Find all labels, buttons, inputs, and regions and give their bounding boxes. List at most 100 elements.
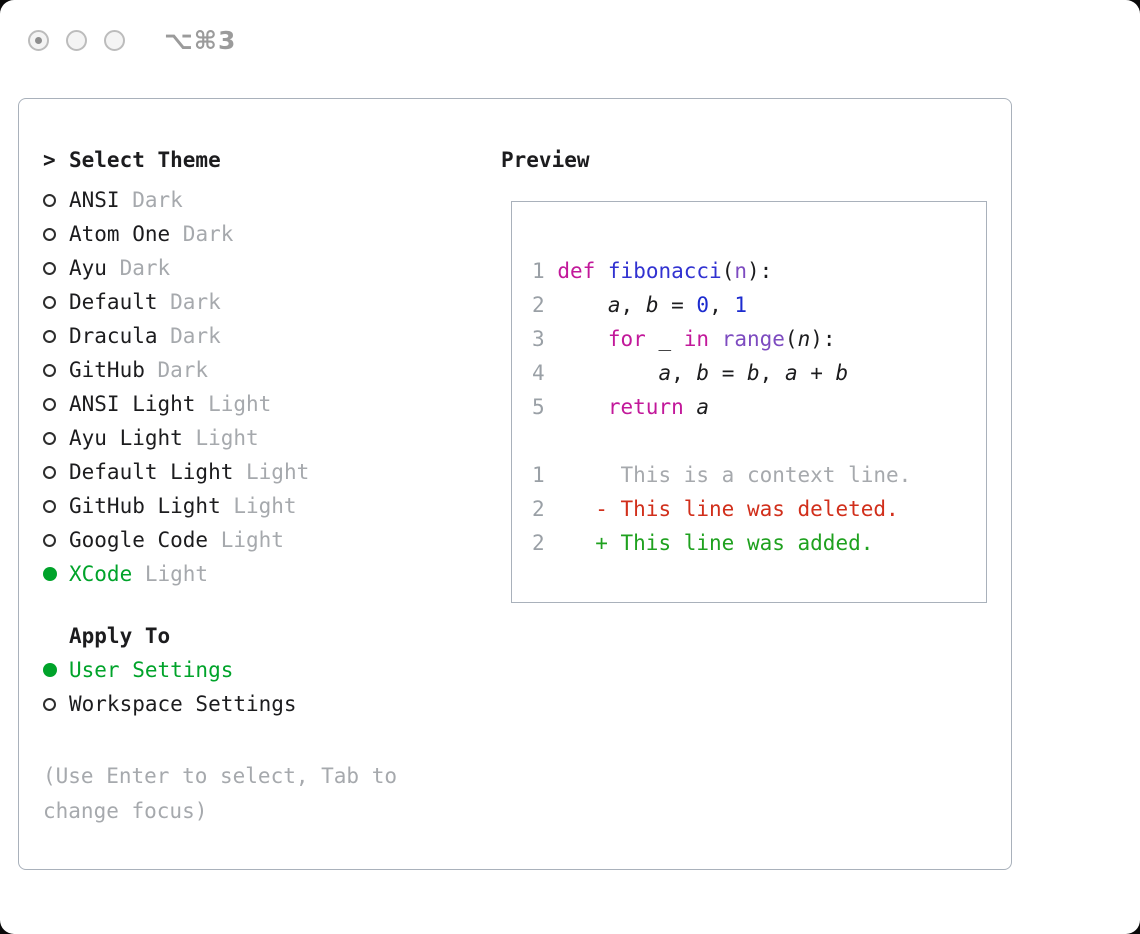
theme-option-label: GitHub Light — [69, 494, 221, 518]
radio-icon — [43, 329, 56, 343]
theme-option-ansi[interactable]: ANSI Dark — [43, 183, 501, 217]
apply-option-user-settings[interactable]: User Settings — [43, 653, 501, 687]
code-segment-var: a — [658, 361, 672, 385]
line-number: 2 — [532, 293, 545, 317]
apply-option-workspace-settings[interactable]: Workspace Settings — [43, 687, 501, 721]
code-segment-kw: return — [607, 395, 684, 419]
preview-spacer — [532, 424, 986, 458]
diff-line: 2 + This line was added. — [532, 526, 986, 560]
code-segment-num: 0 — [696, 293, 710, 317]
radio-selected-icon — [43, 567, 57, 581]
code-segment-pl: ( — [784, 327, 798, 351]
code-segment-pl — [545, 361, 659, 385]
code-segment-pl — [545, 293, 608, 317]
code-segment-var: a — [607, 293, 621, 317]
code-line: 1 def fibonacci(n): — [532, 254, 986, 288]
theme-option-ayu[interactable]: Ayu Dark — [43, 251, 501, 285]
window-button-close[interactable] — [28, 30, 49, 51]
select-theme-heading: > Select Theme — [43, 143, 501, 177]
code-segment-var: a — [784, 361, 798, 385]
apply-option-label: User Settings — [69, 658, 234, 682]
code-segment-kw: for — [607, 327, 646, 351]
code-segment-pl — [545, 497, 596, 521]
code-segment-var: n — [797, 327, 811, 351]
radio-icon — [43, 227, 56, 241]
theme-option-default[interactable]: Default Dark — [43, 285, 501, 319]
diff-preview: 1 This is a context line.2 - This line w… — [532, 458, 986, 560]
radio-selected-icon — [43, 663, 57, 677]
theme-option-label: Atom One — [69, 222, 171, 246]
code-segment-pl — [595, 259, 608, 283]
theme-option-label: XCode — [69, 562, 133, 586]
code-segment-pl: = — [709, 361, 747, 385]
apply-to-heading: Apply To — [69, 624, 171, 648]
code-segment-var: b — [645, 293, 659, 317]
cursor-pointer-icon: > — [43, 148, 56, 172]
code-segment-pl: , — [620, 293, 646, 317]
code-segment-ctx: This is a context line. — [544, 463, 912, 487]
window-button-minimize[interactable] — [66, 30, 87, 51]
select-theme-title: Select Theme — [69, 148, 221, 172]
radio-icon — [43, 295, 56, 309]
code-segment-pl: , — [709, 293, 735, 317]
theme-variant-label: Dark — [157, 324, 221, 348]
theme-option-github-light[interactable]: GitHub Light Light — [43, 489, 501, 523]
apply-option-label: Workspace Settings — [69, 692, 297, 716]
theme-variant-label: Dark — [144, 358, 209, 382]
theme-option-ayu-light[interactable]: Ayu Light Light — [43, 421, 501, 455]
line-number: 5 — [532, 395, 545, 419]
code-line: 4 a, b = b, a + b — [532, 356, 986, 390]
radio-icon — [43, 363, 56, 377]
line-number: 1 — [532, 259, 545, 283]
code-segment-add: + This line was added. — [595, 531, 874, 555]
theme-option-default-light[interactable]: Default Light Light — [43, 455, 501, 489]
syntax-preview: 1 def fibonacci(n): 2 a, b = 0, 1 3 for _ … — [532, 254, 986, 424]
code-segment-pl — [709, 327, 722, 351]
code-segment-pl: , — [671, 361, 697, 385]
code-segment-pl — [545, 395, 608, 419]
theme-option-atom-one[interactable]: Atom One Dark — [43, 217, 501, 251]
radio-icon — [43, 193, 56, 207]
theme-option-label: ANSI Light — [69, 392, 196, 416]
code-segment-var: a — [696, 395, 710, 419]
radio-icon — [43, 533, 56, 547]
theme-option-ansi-light[interactable]: ANSI Light Light — [43, 387, 501, 421]
theme-option-github[interactable]: GitHub Dark — [43, 353, 501, 387]
theme-option-label: Default — [69, 290, 158, 314]
code-segment-num: 1 — [734, 293, 748, 317]
code-line: 3 for _ in range(n): — [532, 322, 986, 356]
code-segment-prm: n — [734, 259, 748, 283]
code-segment-pl — [684, 395, 697, 419]
theme-variant-label: Dark — [119, 188, 183, 212]
radio-icon — [43, 397, 56, 411]
theme-variant-label: Light — [195, 392, 272, 416]
code-segment-lib: range — [721, 327, 785, 351]
code-segment-pl: ): — [810, 327, 836, 351]
code-segment-pl: + — [797, 361, 836, 385]
theme-option-dracula[interactable]: Dracula Dark — [43, 319, 501, 353]
code-segment-pl: _ — [645, 327, 684, 351]
line-number: 4 — [532, 361, 545, 385]
code-segment-var: b — [747, 361, 760, 385]
theme-option-xcode[interactable]: XCode Light — [43, 557, 501, 591]
code-segment-fn: fibonacci — [607, 259, 722, 283]
diff-line: 1 This is a context line. — [532, 458, 986, 492]
theme-option-google-code[interactable]: Google Code Light — [43, 523, 501, 557]
radio-icon — [43, 261, 56, 275]
line-number: 1 — [532, 463, 545, 487]
theme-option-label: Default Light — [69, 460, 234, 484]
window-button-maximize[interactable] — [104, 30, 125, 51]
line-number: 2 — [532, 497, 545, 521]
theme-option-label: ANSI — [69, 188, 120, 212]
radio-icon — [43, 499, 56, 513]
theme-option-label: Google Code — [69, 528, 209, 552]
code-segment-var: b — [835, 361, 849, 385]
preview-heading: Preview — [501, 148, 590, 172]
radio-icon — [43, 431, 56, 445]
theme-variant-label: Dark — [170, 222, 234, 246]
titlebar: ⌥⌘3 — [28, 26, 236, 55]
code-segment-pl: ( — [721, 259, 735, 283]
theme-option-label: Ayu — [69, 256, 107, 280]
